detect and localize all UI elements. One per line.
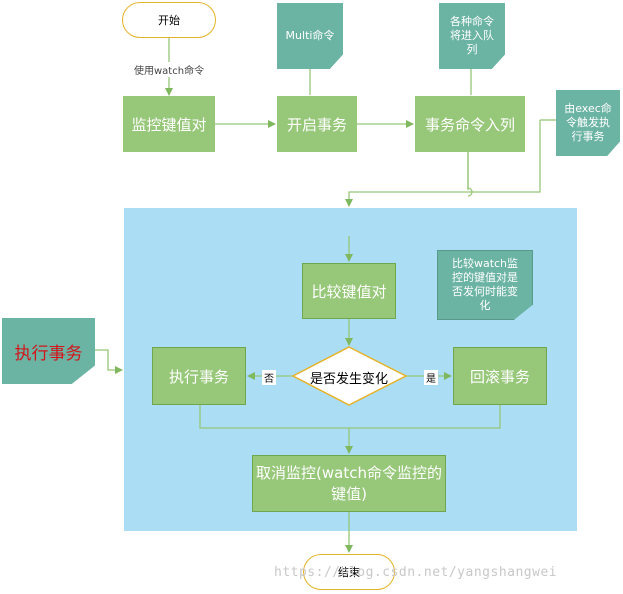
enqueue-commands-label: 事务命令入列 — [424, 115, 515, 134]
exec-note-line3: 行事务 — [571, 130, 605, 143]
queue-note-line3: 列 — [466, 43, 478, 56]
monitor-kv-label: 监控键值对 — [131, 115, 207, 134]
watch-note-line4: 化 — [479, 299, 491, 312]
monitor-kv-box: 监控键值对 — [123, 96, 215, 152]
compare-kv-box: 比较键值对 — [302, 263, 396, 319]
watch-note-line2: 控的键值对是 — [452, 271, 518, 284]
compare-kv-label: 比较键值对 — [311, 282, 387, 301]
yes-label: 是 — [424, 370, 438, 385]
no-label: 否 — [262, 370, 276, 385]
open-transaction-box: 开启事务 — [277, 96, 357, 152]
edge-rollback-unwatch — [349, 405, 501, 429]
unwatch-line2: 键值) — [331, 484, 367, 503]
multi-note-text: Multi命令 — [285, 29, 335, 42]
execute-transaction-box: 执行事务 — [152, 347, 246, 405]
watch-compare-note: 比较watch监 控的键值对是 否发何时能变 化 — [437, 250, 533, 320]
open-transaction-label: 开启事务 — [286, 115, 347, 134]
start-terminator: 开始 — [122, 2, 216, 38]
end-label: 结束 — [338, 566, 360, 579]
use-watch-label: 使用watch命令 — [132, 62, 207, 77]
queue-note: 各种命令 将进入队 列 — [439, 3, 505, 69]
edge-exec-note-region — [345, 120, 541, 207]
decision-label: 是否发生变化 — [309, 372, 388, 387]
watch-note-line3: 否发何时能变 — [452, 285, 518, 298]
rollback-transaction-box: 回滚事务 — [453, 347, 547, 405]
queue-note-line1: 各种命令 — [450, 15, 494, 28]
queue-note-line2: 将进入队 — [450, 29, 494, 42]
edge-external-exec — [95, 349, 123, 374]
edge-exec-unwatch — [199, 405, 353, 454]
watermark: https://blog.csdn.net/yangshangwei — [274, 565, 558, 580]
external-exec-note: 执行事务 — [2, 318, 95, 384]
multi-note: Multi命令 — [277, 3, 343, 69]
watch-note-line1: 比较watch监 — [451, 257, 519, 270]
external-exec-label: 执行事务 — [14, 343, 83, 364]
unwatch-line1: 取消监控(watch命令监控的 — [256, 463, 442, 482]
enqueue-commands-box: 事务命令入列 — [415, 96, 525, 152]
unwatch-box: 取消监控(watch命令监控的 键值) — [252, 455, 446, 512]
start-label: 开始 — [158, 14, 180, 27]
exec-note-line2: 令触发执 — [566, 116, 610, 129]
rollback-transaction-label: 回滚事务 — [469, 367, 530, 386]
decision-diamond — [291, 346, 408, 406]
end-terminator: 结束 — [303, 554, 395, 590]
exec-trigger-note: 由exec命 令触发执 行事务 — [556, 90, 620, 156]
exec-note-line1: 由exec命 — [564, 102, 612, 115]
execute-transaction-label: 执行事务 — [168, 367, 229, 386]
